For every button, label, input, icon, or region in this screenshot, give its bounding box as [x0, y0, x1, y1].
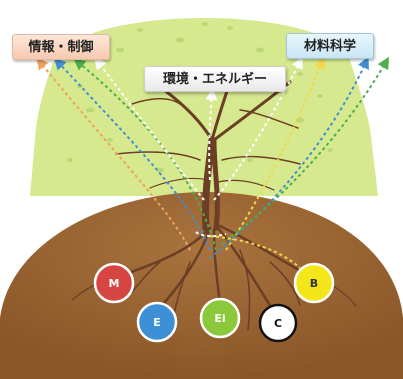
info-control-label: 情報・制御 — [12, 34, 110, 60]
circle-m-label: M — [109, 277, 120, 290]
arrow-blue-left — [53, 57, 211, 251]
arrow-yellow-right — [225, 56, 326, 251]
circle-e-shape — [136, 301, 178, 343]
circle-c-shape — [258, 303, 298, 343]
circle-b-label: B — [310, 277, 318, 290]
arrow-green-left — [73, 58, 217, 251]
arrow-white-left — [94, 57, 205, 201]
canopy-leaves — [67, 22, 333, 173]
circle-b: B — [293, 262, 335, 304]
circle-m: M — [93, 262, 135, 304]
materials-science-label: 材料科学 — [286, 33, 374, 59]
circle-e: E — [136, 301, 178, 343]
circle-c: C — [258, 303, 298, 343]
environment-energy-label: 環境・エネルギー — [144, 66, 286, 92]
arrow-green-right — [221, 56, 390, 245]
arrow-white-root — [195, 231, 227, 238]
circle-e-label: E — [153, 316, 161, 329]
circle-ei-shape — [199, 297, 241, 339]
tree-canopy — [30, 18, 378, 196]
circle-ei-label: Ei — [214, 312, 225, 325]
dashed-arrows — [36, 56, 390, 269]
circle-ei: Ei — [199, 297, 241, 339]
arrow-white-center — [205, 88, 218, 181]
soil-mound — [0, 192, 403, 379]
circle-m-shape — [93, 262, 135, 304]
circle-c-label: C — [274, 317, 282, 330]
circle-b-shape — [293, 262, 335, 304]
arrow-white-right — [213, 56, 303, 201]
